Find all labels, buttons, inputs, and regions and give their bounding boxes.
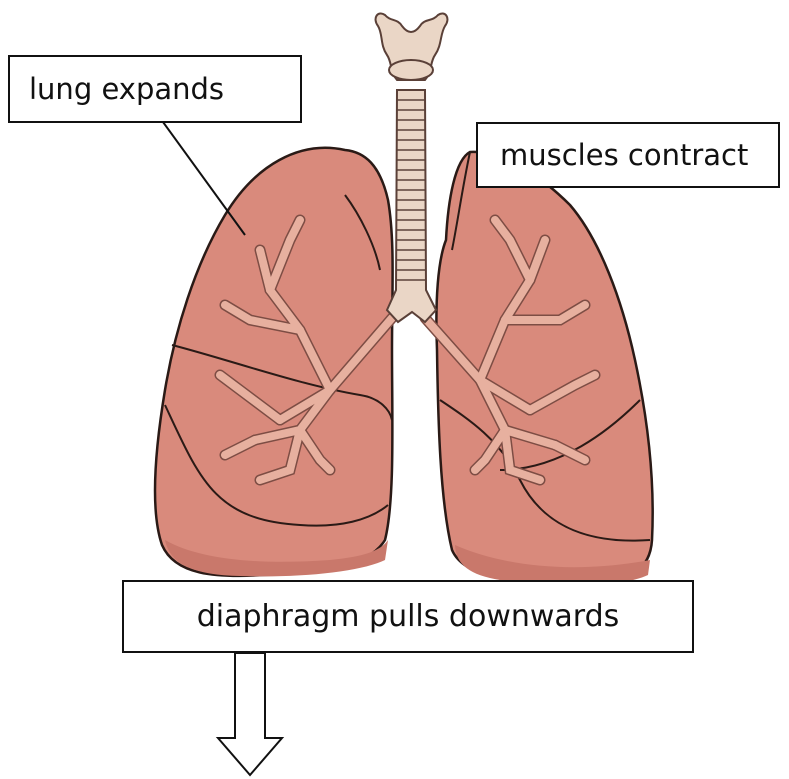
lung-expands-label: lung expands: [8, 55, 302, 123]
diaphragm-label: diaphragm pulls downwards: [122, 580, 694, 653]
lung-pointer-line: [163, 122, 245, 235]
muscles-contract-text: muscles contract: [500, 138, 748, 172]
muscles-contract-label: muscles contract: [476, 122, 780, 188]
diaphragm-text: diaphragm pulls downwards: [197, 599, 620, 634]
down-arrow-icon: [218, 653, 282, 775]
lung-expands-text: lung expands: [29, 72, 224, 106]
